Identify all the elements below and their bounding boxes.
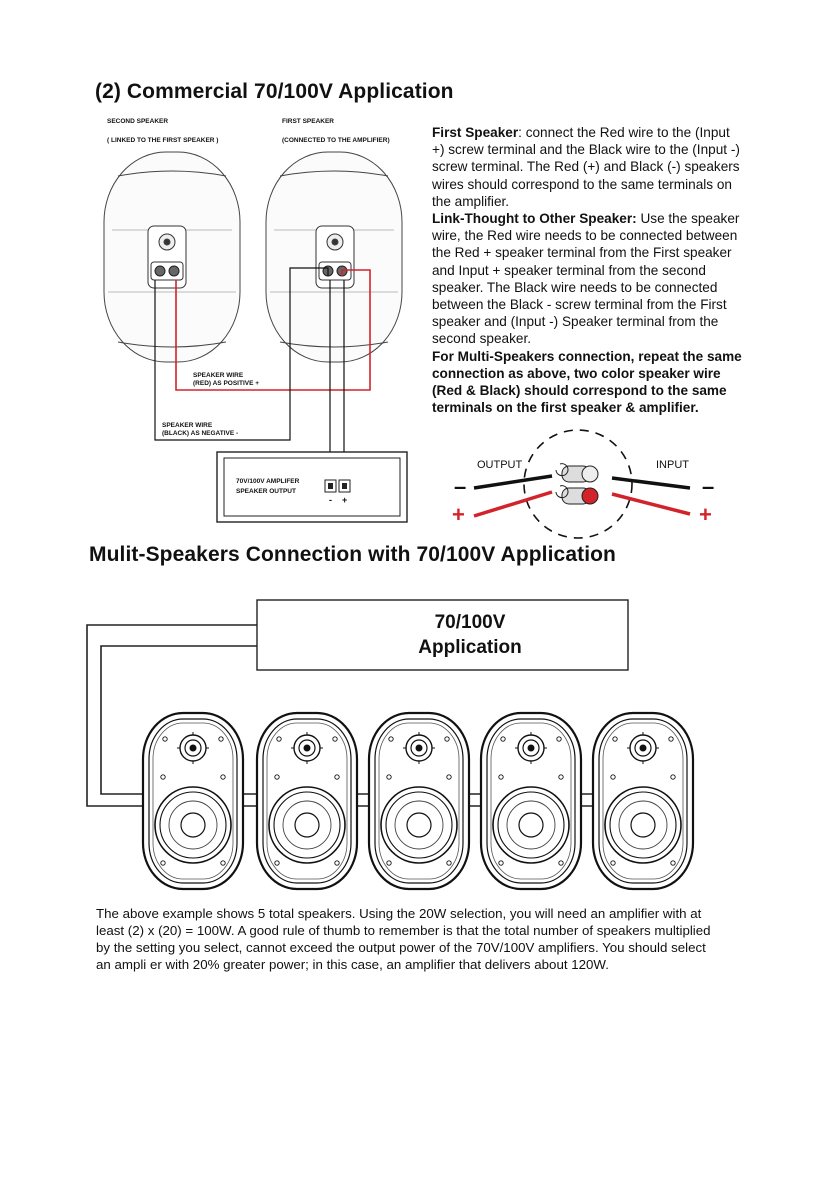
speaker-unit bbox=[591, 711, 695, 891]
first-speaker-sublabel: (CONNECTED TO THE AMPLIFIER) bbox=[282, 137, 390, 144]
speaker-unit bbox=[255, 711, 359, 891]
link-instruction: Link-Thought to Other Speaker: Use the s… bbox=[432, 211, 740, 347]
red-link-wire bbox=[175, 269, 371, 391]
instructions-text: First Speaker: connect the Red wire to t… bbox=[432, 124, 744, 416]
red-wire-label-line1: SPEAKER WIRE bbox=[193, 372, 244, 379]
second-speaker-sublabel: ( LINKED TO THE FIRST SPEAKER ) bbox=[107, 137, 219, 144]
first-speaker-illustration bbox=[265, 151, 403, 363]
application-label-line1: 70/100V bbox=[434, 612, 506, 633]
speaker-unit bbox=[367, 711, 471, 891]
application-label-line2: Application bbox=[418, 637, 522, 658]
amplifier-label-line2: SPEAKER OUTPUT bbox=[236, 488, 296, 495]
output-label: OUTPUT bbox=[477, 459, 523, 471]
black-link-wire bbox=[154, 267, 329, 441]
plus-left-sign: + bbox=[452, 502, 465, 527]
black-wire-label-line1: SPEAKER WIRE bbox=[162, 422, 213, 429]
black-wire-label-line2: (BLACK) AS NEGATIVE - bbox=[162, 430, 239, 437]
amp-minus-label: - bbox=[329, 495, 332, 505]
amplifier-box bbox=[216, 451, 408, 523]
red-wire-label-line2: (RED) AS POSITIVE + bbox=[193, 380, 260, 387]
first-speaker-label: FIRST SPEAKER bbox=[282, 118, 335, 125]
amplifier-label-line1: 70V/100V AMPLIFER bbox=[236, 478, 300, 485]
minus-right-sign: – bbox=[702, 474, 715, 499]
connector-closeup bbox=[473, 429, 691, 539]
speaker-unit bbox=[141, 711, 245, 891]
second-speaker-label: SECOND SPEAKER bbox=[107, 118, 169, 125]
plus-right-sign: + bbox=[699, 502, 712, 527]
power-explanation: The above example shows 5 total speakers… bbox=[96, 906, 711, 973]
speaker-row bbox=[141, 711, 695, 891]
application-label: 70/100V Application bbox=[400, 610, 540, 660]
input-label: INPUT bbox=[656, 459, 689, 471]
multi-speaker-instruction: For Multi-Speakers connection, repeat th… bbox=[432, 348, 742, 416]
first-speaker-instruction: First Speaker: connect the Red wire to t… bbox=[432, 125, 740, 209]
section-title-multi: Mulit-Speakers Connection with 70/100V A… bbox=[89, 543, 616, 566]
application-box bbox=[256, 599, 629, 671]
amp-plus-label: + bbox=[342, 495, 348, 505]
minus-left-sign: – bbox=[454, 474, 467, 499]
section-title-commercial: (2) Commercial 70/100V Application bbox=[95, 80, 454, 103]
second-speaker-illustration bbox=[103, 151, 241, 363]
speaker-unit bbox=[479, 711, 583, 891]
